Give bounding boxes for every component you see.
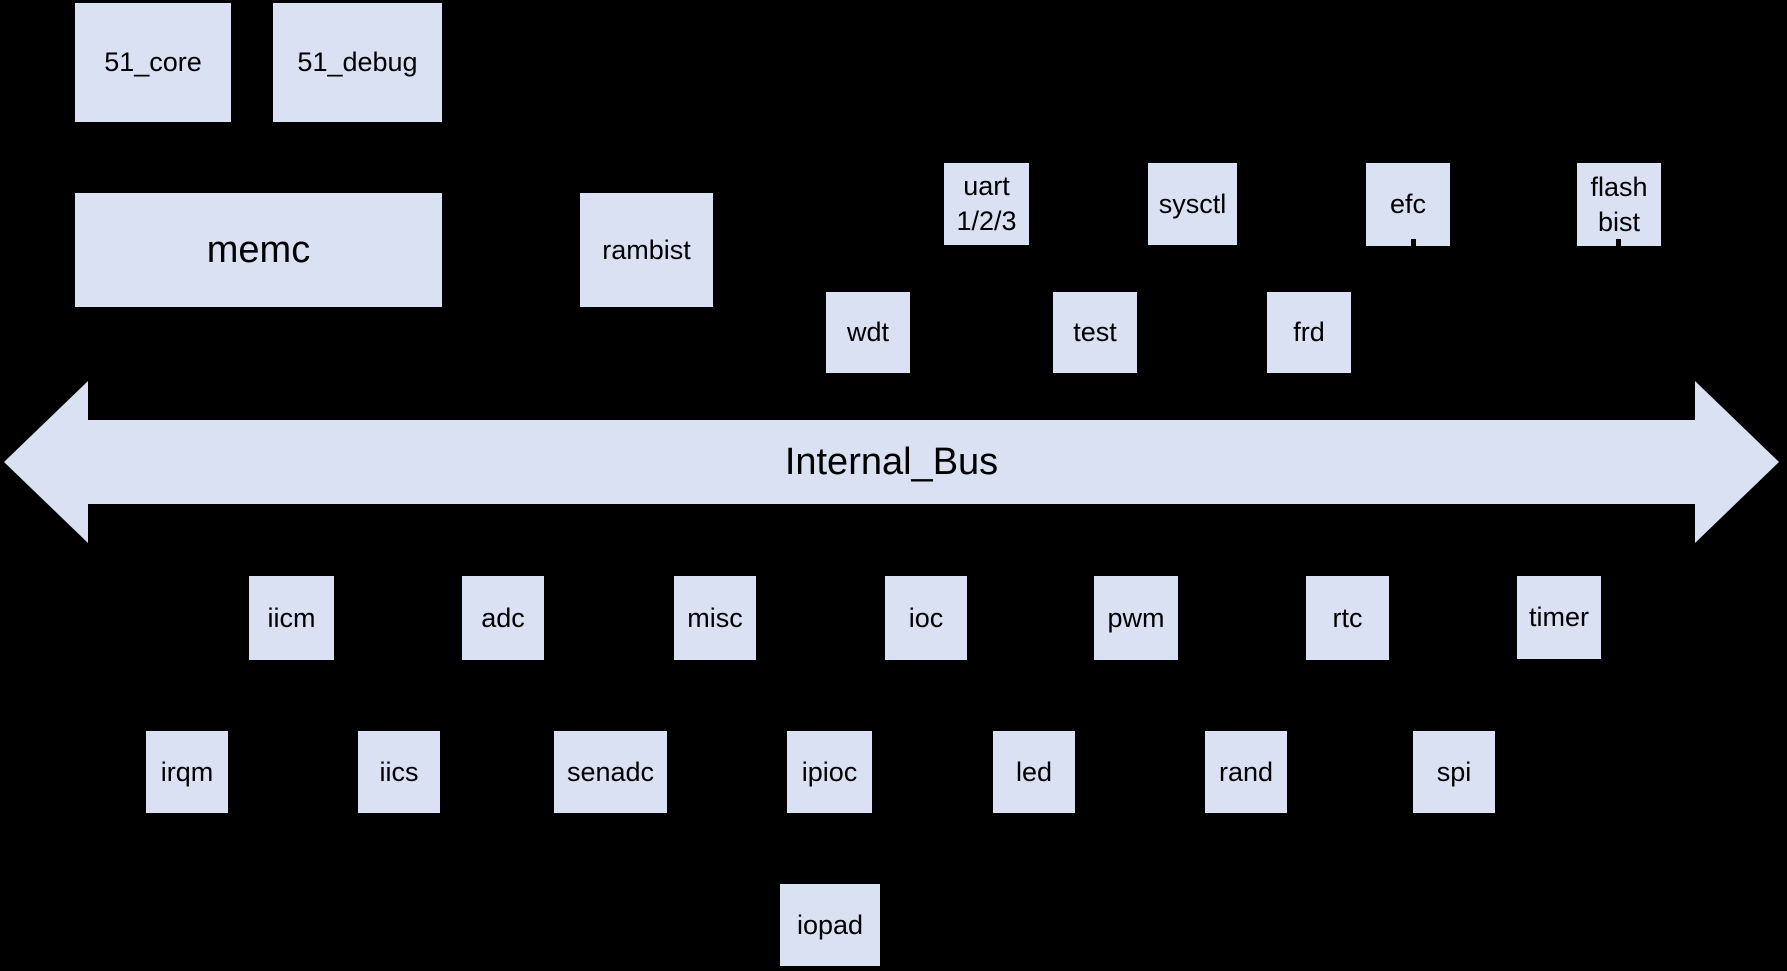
connector-stub-flash-bist bbox=[1616, 239, 1621, 246]
block-frd: frd bbox=[1267, 292, 1351, 373]
internal-bus-label: Internal_Bus bbox=[784, 441, 999, 483]
block-irqm: irqm bbox=[146, 731, 228, 813]
block-flash-bist: flash bist bbox=[1577, 163, 1661, 246]
block-rand: rand bbox=[1205, 731, 1287, 813]
block-pwm: pwm bbox=[1094, 576, 1178, 660]
block-51-core: 51_core bbox=[75, 3, 231, 122]
block-memc: memc bbox=[75, 193, 442, 307]
block-test: test bbox=[1053, 292, 1137, 373]
block-ipioc: ipioc bbox=[787, 731, 872, 813]
block-timer: timer bbox=[1517, 576, 1601, 659]
block-sysctl: sysctl bbox=[1148, 163, 1237, 245]
block-iopad: iopad bbox=[780, 884, 880, 966]
block-wdt: wdt bbox=[826, 292, 910, 373]
block-uart-1-2-3: uart 1/2/3 bbox=[944, 163, 1029, 245]
block-led: led bbox=[993, 731, 1075, 813]
block-spi: spi bbox=[1413, 731, 1495, 813]
block-51-debug: 51_debug bbox=[273, 3, 442, 122]
connector-stub-efc bbox=[1411, 239, 1416, 246]
block-misc: misc bbox=[674, 576, 756, 660]
block-ioc: ioc bbox=[885, 576, 967, 660]
block-rambist: rambist bbox=[580, 193, 713, 307]
block-iicm: iicm bbox=[249, 576, 334, 660]
block-rtc: rtc bbox=[1306, 576, 1389, 660]
internal-bus-arrow bbox=[4, 381, 1779, 543]
block-efc: efc bbox=[1366, 163, 1450, 246]
block-adc: adc bbox=[462, 576, 544, 660]
block-senadc: senadc bbox=[554, 731, 667, 813]
block-iics: iics bbox=[358, 731, 440, 813]
